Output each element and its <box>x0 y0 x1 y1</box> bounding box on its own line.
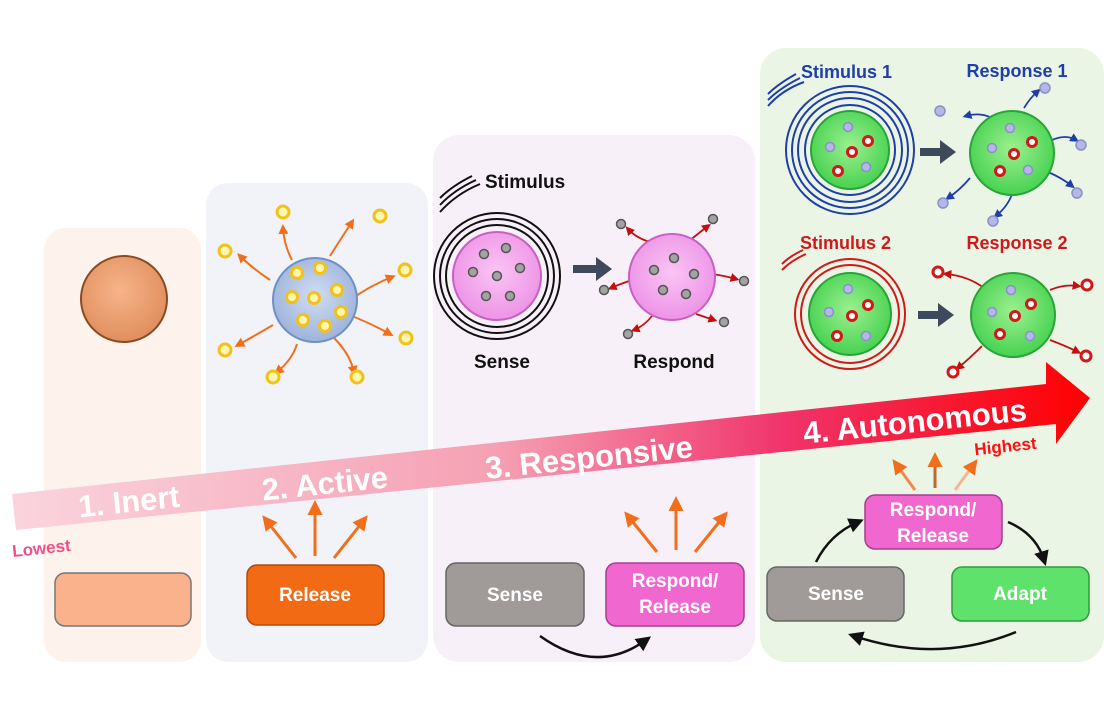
release-box <box>246 564 385 626</box>
autonomous-respond-box <box>864 494 1003 550</box>
response2-red-arrows <box>942 270 1082 371</box>
inert-panel <box>44 228 201 662</box>
response2-loaded-molecules <box>986 284 1037 342</box>
stimulus-label: Stimulus <box>485 172 565 193</box>
response2-label: Response 2 <box>966 233 1067 253</box>
inert-box <box>54 572 192 627</box>
respond-particle <box>628 233 716 321</box>
sense-to-respond-cycle-arrow-2 <box>814 518 864 563</box>
respond-to-adapt-cycle-arrow <box>1007 520 1049 566</box>
stimulus1-waves-icon <box>767 73 805 107</box>
stimulus1-particle <box>785 85 915 215</box>
autonomous-respond-box-label-2: Release <box>897 526 969 547</box>
autonomous-release-arrows <box>892 452 978 491</box>
sense-particle <box>433 212 561 340</box>
stimulus-waves-icon <box>439 175 481 213</box>
respond-label: Respond <box>633 352 714 373</box>
response1-arrow <box>920 140 956 164</box>
responsive-respond-box-label-1: Respond/ <box>632 571 719 592</box>
release-box-label: Release <box>279 585 351 606</box>
autonomous-sense-box-label: Sense <box>808 584 864 605</box>
stimulus1-label: Stimulus 1 <box>801 62 892 82</box>
adapt-to-sense-cycle-arrow <box>848 630 1017 651</box>
autonomous-sense-box <box>766 566 905 622</box>
response2-arrow <box>918 303 954 327</box>
response1-label: Response 1 <box>966 61 1067 81</box>
sense-to-respond-cycle-arrow <box>539 634 652 659</box>
response1-released-molecules <box>934 82 1087 227</box>
active-loaded-molecules <box>285 261 348 333</box>
responsive-respond-box-label-2: Release <box>639 597 711 618</box>
sense-to-respond-arrow <box>573 257 612 281</box>
autonomous-respond-box-label-1: Respond/ <box>890 500 977 521</box>
autonomy-progress-arrow <box>12 362 1090 530</box>
active-release-arrows <box>234 218 396 376</box>
sense-label: Sense <box>474 352 530 373</box>
response1-blue-arrows <box>945 88 1080 219</box>
stimulus2-waves-icon <box>781 249 807 271</box>
response2-released-molecules <box>931 265 1094 379</box>
responsive-box-arrows <box>624 496 728 553</box>
stimulus2-label: Stimulus 2 <box>800 233 891 253</box>
autonomous-adapt-box-label: Adapt <box>993 584 1048 605</box>
response1-loaded-molecules <box>986 122 1038 177</box>
respond-released-molecules <box>598 213 750 340</box>
respond-loaded-molecules <box>648 252 700 300</box>
inert-particle <box>80 255 168 343</box>
stimulus2-particle <box>794 258 906 370</box>
active-box-arrows <box>262 500 368 559</box>
autonomous-adapt-box <box>951 566 1090 622</box>
active-released-molecules <box>217 204 414 385</box>
active-panel <box>206 183 428 662</box>
responsive-sense-box-label: Sense <box>487 585 543 606</box>
responsive-respond-box <box>605 562 745 627</box>
responsive-sense-box <box>445 562 585 627</box>
